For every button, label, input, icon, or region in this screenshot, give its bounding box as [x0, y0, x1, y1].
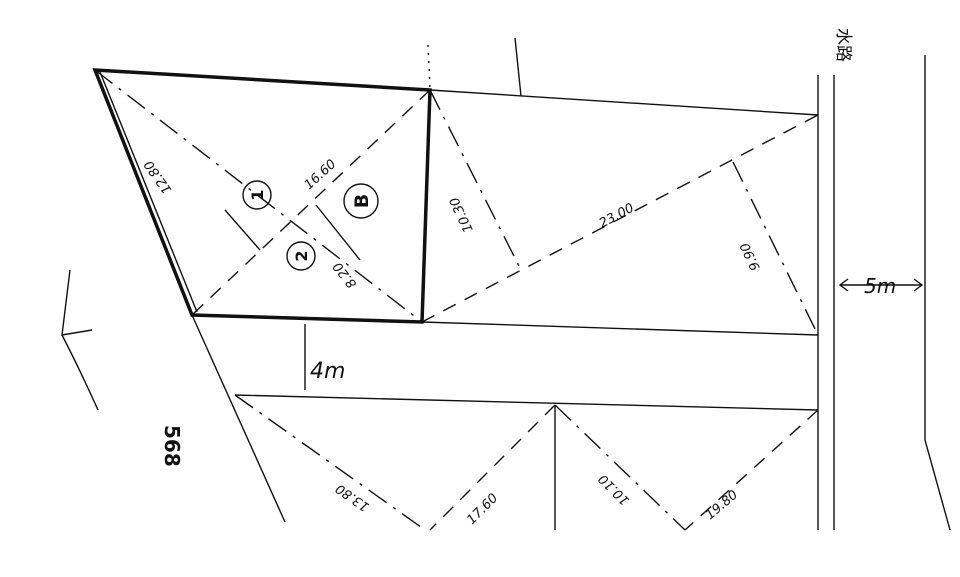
diagonal-16-60: [191, 89, 431, 316]
measure-23-00: 23.00: [597, 201, 637, 232]
perp-10-30: [429, 89, 521, 269]
diagonal-19-80: [684, 409, 819, 531]
measure-12-80: 12.80: [142, 157, 176, 196]
diagonal-13-80: [234, 394, 426, 531]
waterway-width-label: 5m: [864, 274, 896, 298]
measure-19-80: 19.80: [703, 488, 741, 523]
perp-8-20: [315, 204, 361, 261]
measure-13-80: 13.80: [333, 480, 372, 514]
left-boundary-extension: [191, 314, 286, 523]
lot-marker-circle-1: [242, 180, 272, 210]
diagonal-12-80: [94, 69, 423, 323]
diagonal-23-00: [421, 114, 819, 323]
perp-9-90: [732, 161, 819, 336]
measure-16-60: 16.60: [302, 157, 340, 193]
waterway-width-arrow-icon: [838, 278, 924, 292]
waterway-far-edge: [924, 55, 951, 531]
measure-9-90: 9.90: [738, 240, 764, 273]
right-parcel-boundary: [429, 89, 819, 116]
lot-marker-1-text: 1: [248, 189, 267, 200]
top-boundary-line: [514, 37, 522, 97]
diagonal-17-60: [429, 404, 556, 531]
lot-marker-b-text: B: [351, 194, 373, 208]
waterway-label: 水路: [833, 28, 853, 62]
north-arrow-icon: [61, 269, 99, 411]
perp-12-80: [224, 209, 261, 251]
lot-marker-circle-b: [343, 183, 379, 219]
diagonal-10-10: [554, 404, 686, 531]
lot-number-label: 568: [160, 425, 184, 467]
measure-10-10: 10.10: [596, 471, 633, 508]
lot-marker-circle-2: [286, 241, 316, 271]
top-dotted-line: [427, 44, 431, 89]
measure-10-30: 10.30: [447, 195, 476, 235]
measure-8-20: 8.20: [331, 259, 361, 291]
measure-17-60: 17.60: [464, 491, 501, 528]
road-width-label: 4m: [310, 359, 345, 384]
lot-marker-2-text: 2: [292, 250, 311, 261]
parcel-edge-left-double: [99, 71, 198, 313]
lower-parcel-top: [234, 394, 819, 411]
right-parcel-bottom: [421, 321, 819, 336]
